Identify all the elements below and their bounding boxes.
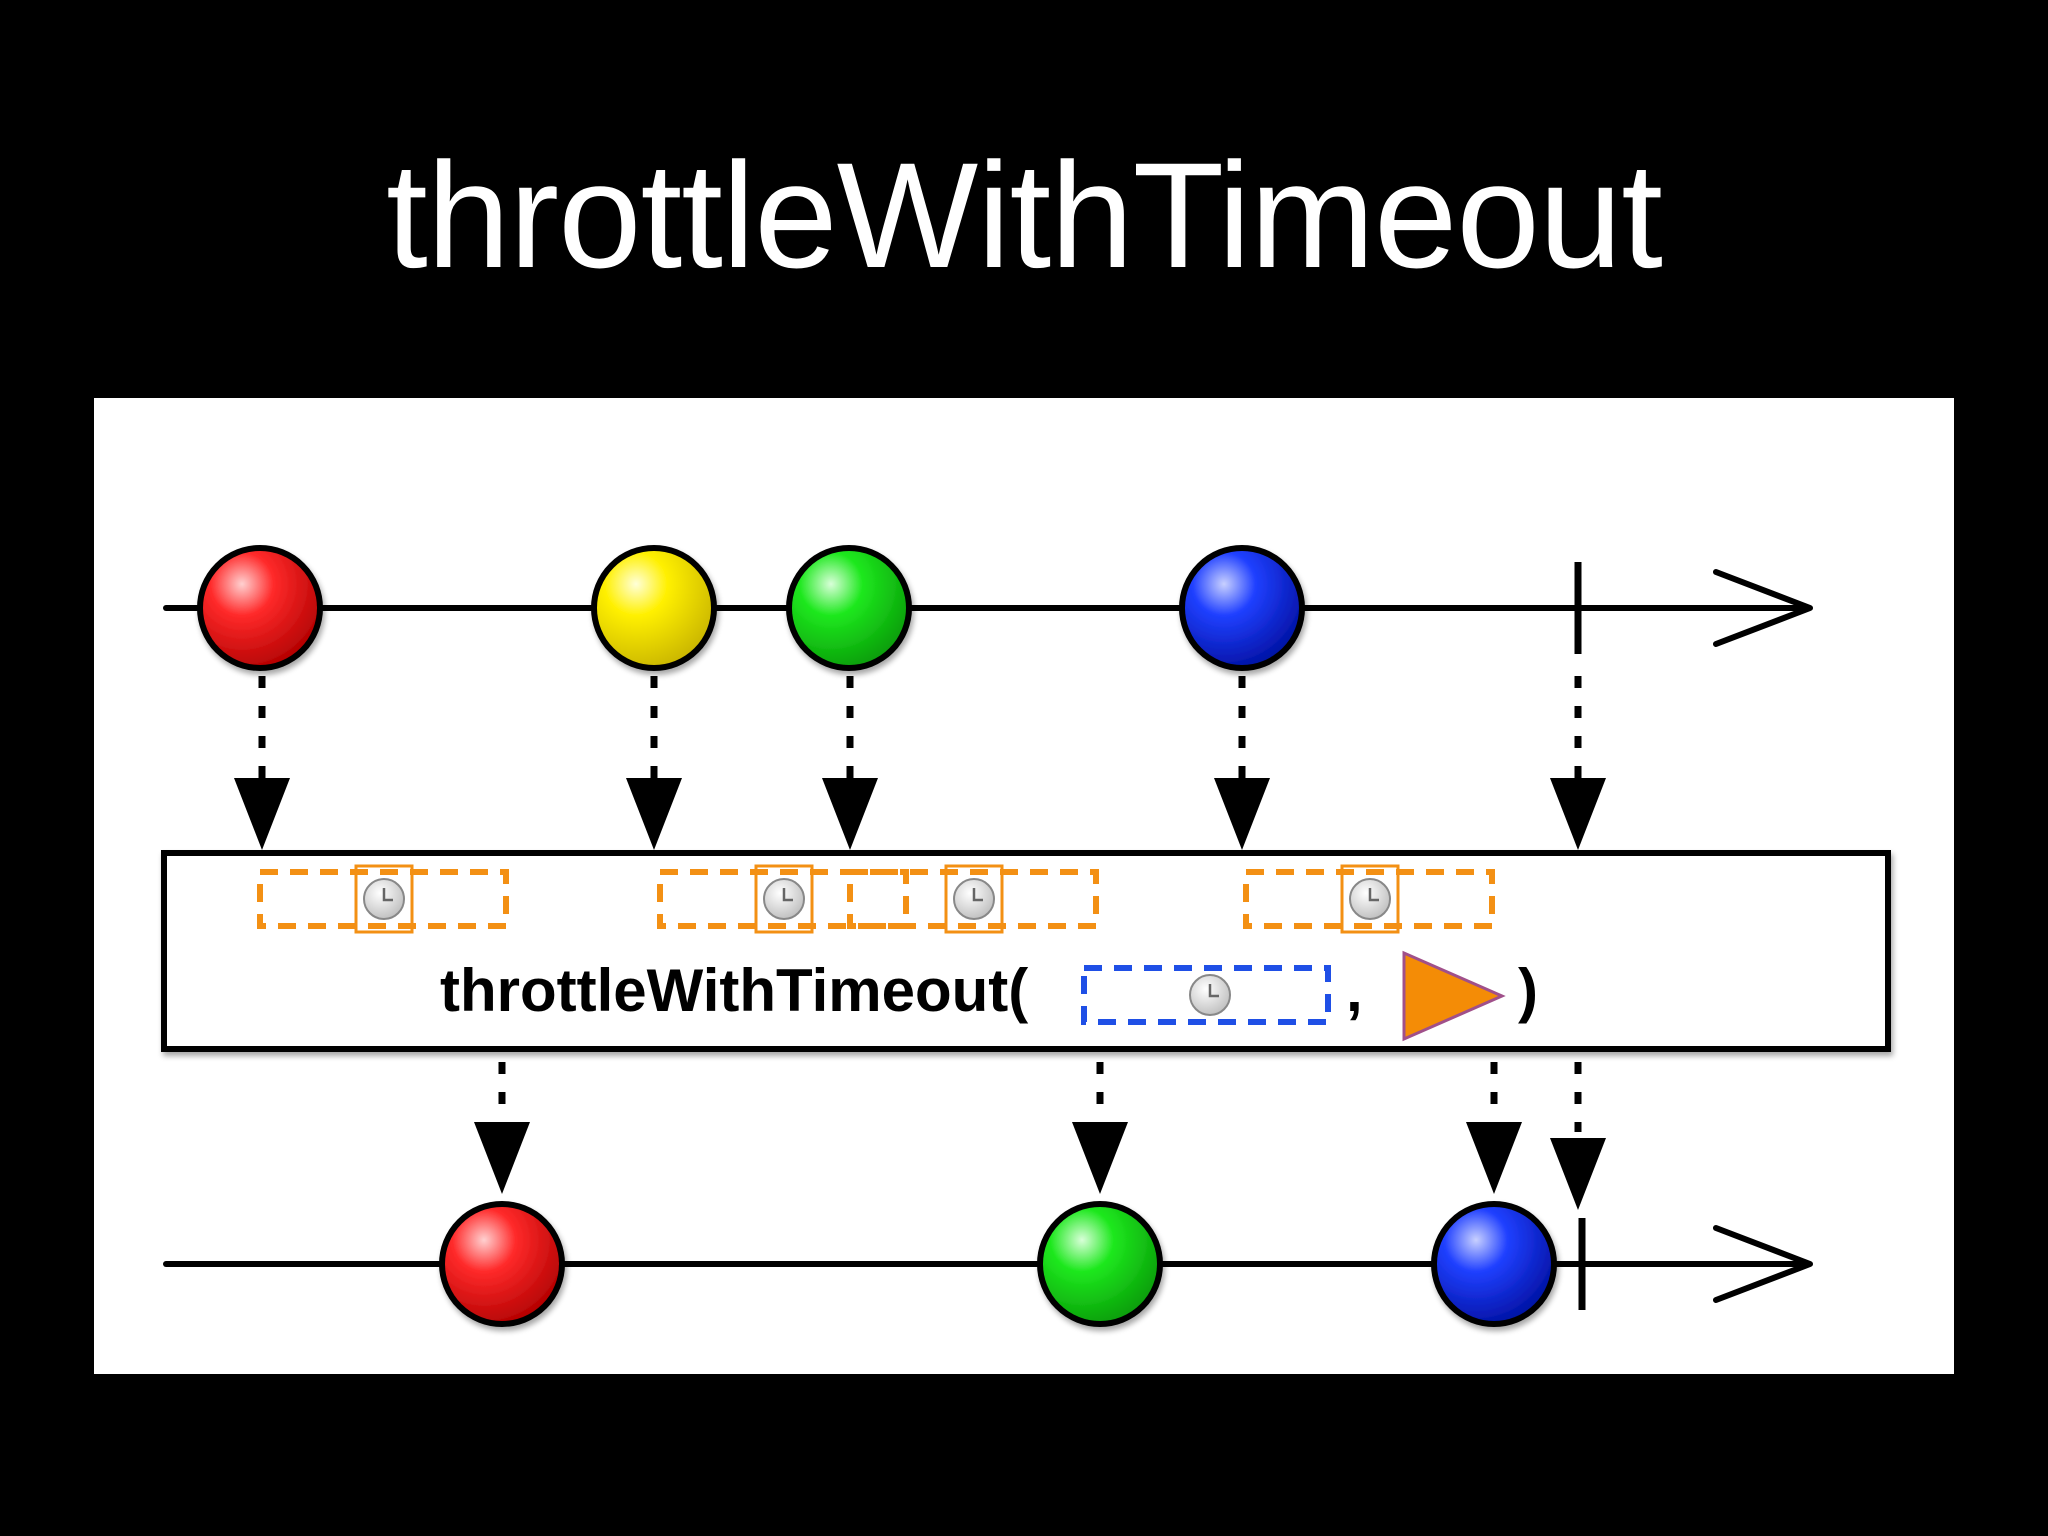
marble-diagram-panel: throttleWithTimeout( , ) xyxy=(94,398,1954,1374)
clock-icon xyxy=(1340,864,1400,934)
arrowhead xyxy=(626,778,682,850)
timer-window xyxy=(257,869,509,929)
input-arrows xyxy=(258,676,1582,788)
arrowhead xyxy=(474,1122,530,1194)
output-timeline-arrowhead xyxy=(1713,1225,1813,1303)
operator-label: throttleWithTimeout( xyxy=(440,957,1028,1024)
timer-window-clocks xyxy=(354,864,1400,934)
input-marble-blue xyxy=(1179,545,1305,671)
clock-icon xyxy=(354,864,414,934)
input-timeline xyxy=(163,562,1813,654)
timer-window xyxy=(1243,869,1495,929)
timer-windows xyxy=(257,869,1495,929)
slide-title: throttleWithTimeout xyxy=(386,131,1663,299)
timeout-parameter xyxy=(1081,965,1331,1025)
operator-box xyxy=(161,850,1891,1052)
arrowhead xyxy=(1550,1138,1606,1210)
output-arrowheads xyxy=(474,1122,1606,1210)
input-timeline-arrowhead xyxy=(1713,569,1813,647)
arrowhead xyxy=(822,778,878,850)
clock-icon xyxy=(944,864,1004,934)
output-marble-red xyxy=(439,1201,565,1327)
argument-separator: , xyxy=(1346,957,1363,1024)
output-marble-blue xyxy=(1431,1201,1557,1327)
output-arrows xyxy=(498,1062,1582,1132)
input-arrowheads xyxy=(234,778,1606,850)
orange-triangle-scheduler-icon xyxy=(1402,950,1506,1042)
output-timeline xyxy=(163,1218,1813,1310)
clock-icon xyxy=(1189,974,1231,1016)
arrowhead xyxy=(1550,778,1606,850)
input-marble-yellow xyxy=(591,545,717,671)
clock-icon xyxy=(754,864,814,934)
arrowhead xyxy=(1466,1122,1522,1194)
input-marble-red xyxy=(197,545,323,671)
closing-paren: ) xyxy=(1518,957,1538,1024)
timer-window xyxy=(847,869,1099,929)
arrowhead xyxy=(1214,778,1270,850)
arrowhead xyxy=(234,778,290,850)
timer-window xyxy=(657,869,909,929)
output-marble-green xyxy=(1037,1201,1163,1327)
arrowhead xyxy=(1072,1122,1128,1194)
input-marbles xyxy=(197,545,1305,671)
input-marble-green xyxy=(786,545,912,671)
output-marbles xyxy=(439,1201,1557,1327)
marble-diagram: throttleWithTimeout( , ) xyxy=(161,545,1891,1327)
